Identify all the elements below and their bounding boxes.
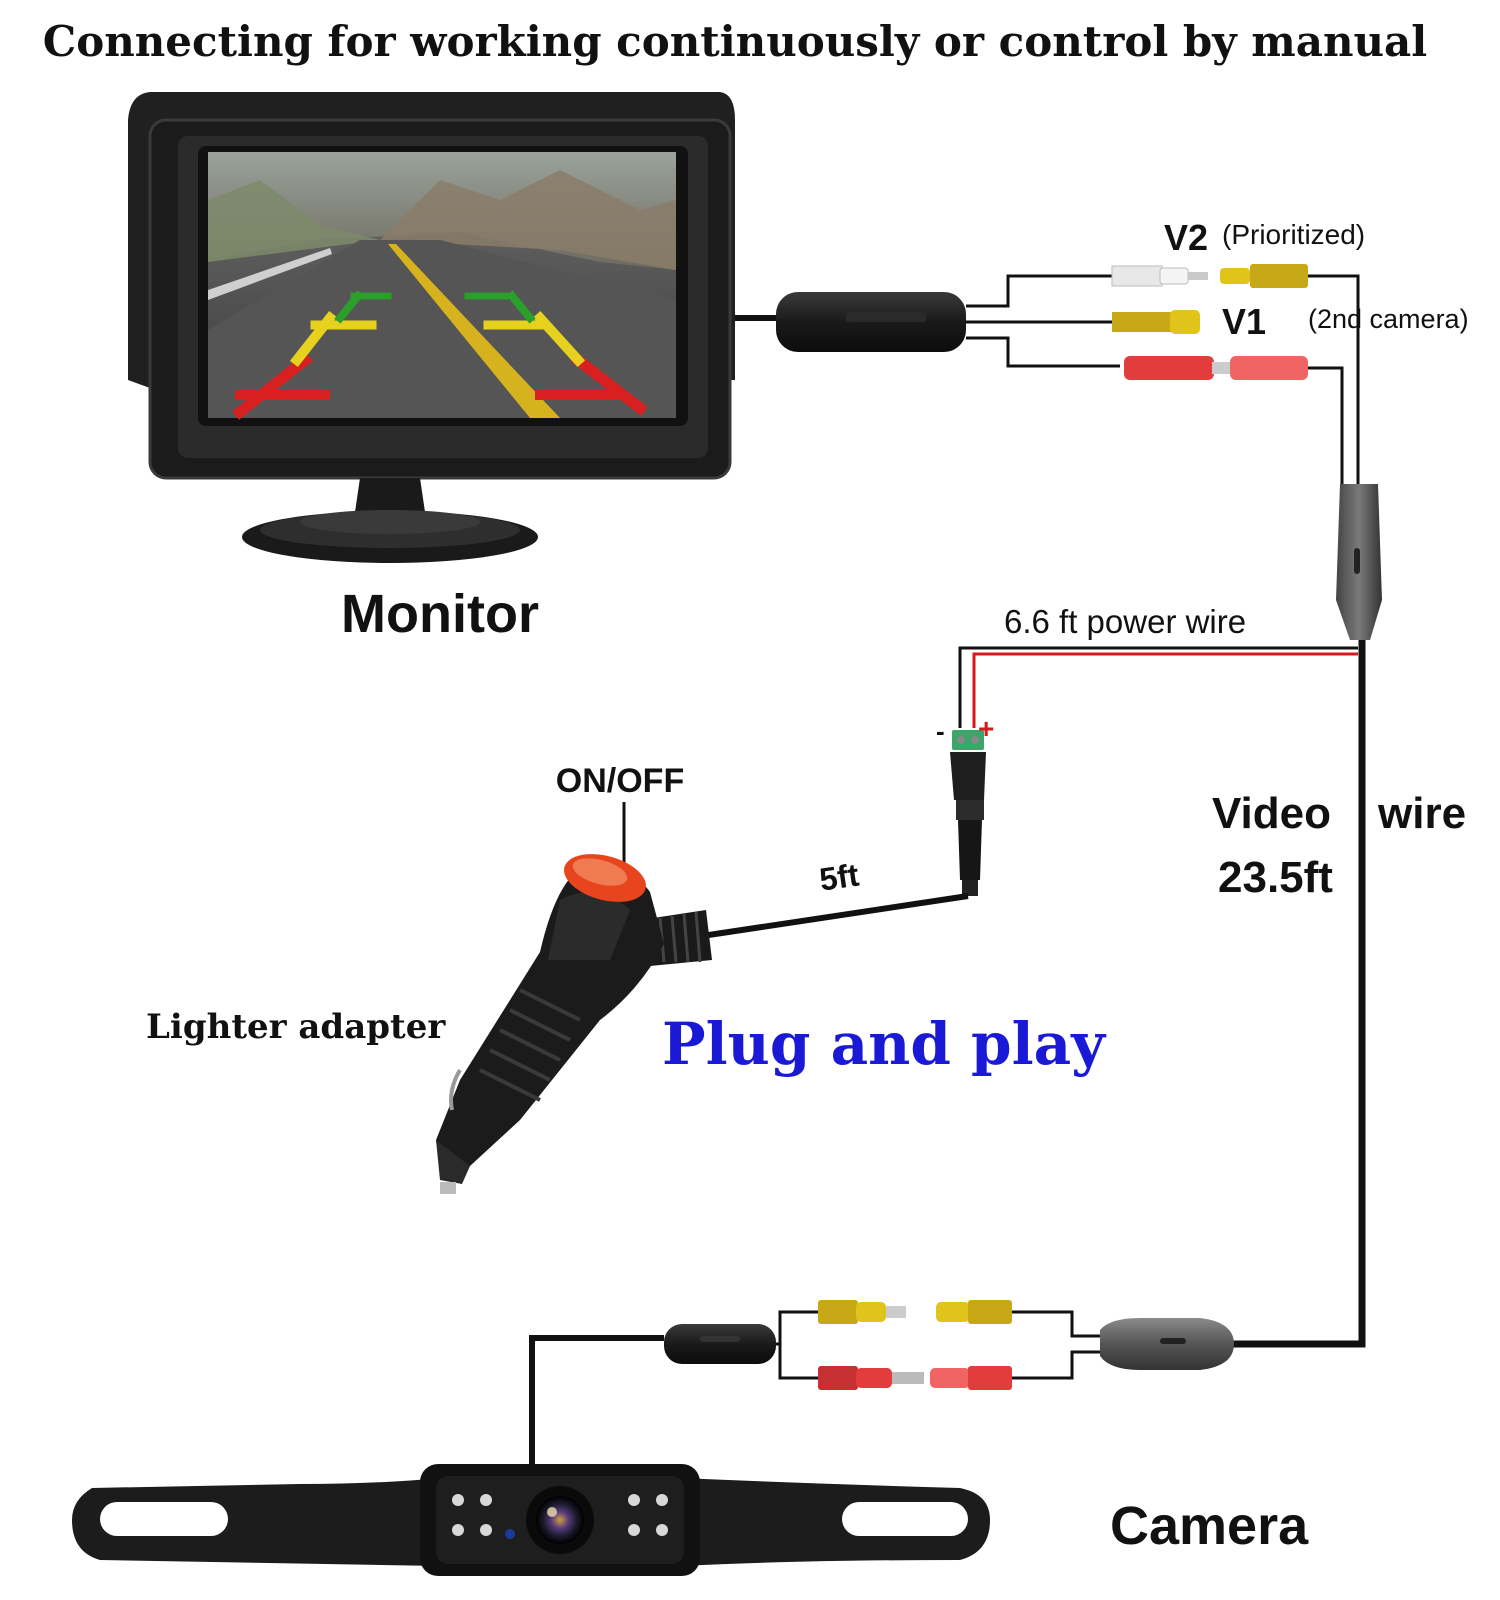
license-plate-camera-icon [72, 1464, 990, 1576]
v1-label: V1 [1222, 301, 1266, 342]
rca-red-power-connector-icon [1124, 356, 1308, 380]
second-camera-label: (2nd camera) [1308, 304, 1469, 334]
v2-label: V2 [1164, 217, 1208, 258]
camera-inline-connector-icon [664, 1324, 776, 1364]
diagram-title: Connecting for working continuously or c… [43, 17, 1427, 66]
monitor-cable-connector-icon [776, 292, 966, 352]
camera-rca-yellow-icon [818, 1300, 1012, 1324]
on-off-label: ON/OFF [556, 762, 684, 800]
monitor-label: Monitor [341, 584, 539, 644]
video-wire-label-b: wire [1377, 789, 1466, 838]
monitor-icon [128, 92, 735, 563]
camera-label: Camera [1110, 1496, 1309, 1556]
rca-v1-connector-icon [1112, 310, 1200, 334]
camera-rca-red-icon [818, 1366, 1012, 1390]
prioritized-label: (Prioritized) [1222, 219, 1365, 250]
power-wire-label: 6.6 ft power wire [1004, 603, 1246, 640]
dc-terminal-connector-icon [950, 730, 986, 896]
camera-cable-junction-icon [1100, 1318, 1234, 1370]
minus-label: - [936, 716, 945, 746]
lighter-adapter-label: Lighter adapter [146, 1007, 446, 1047]
plus-label: + [978, 713, 994, 744]
video-wire-label-a: Video [1212, 789, 1331, 838]
video-wire-length-label: 23.5ft [1218, 853, 1333, 902]
five-ft-label: 5ft [817, 856, 861, 897]
plug-and-play-label: Plug and play [662, 1010, 1107, 1078]
video-wire-junction-icon [1336, 484, 1382, 640]
cigarette-lighter-adapter-icon [436, 854, 712, 1194]
rca-v2-connector-icon [1111, 264, 1308, 288]
